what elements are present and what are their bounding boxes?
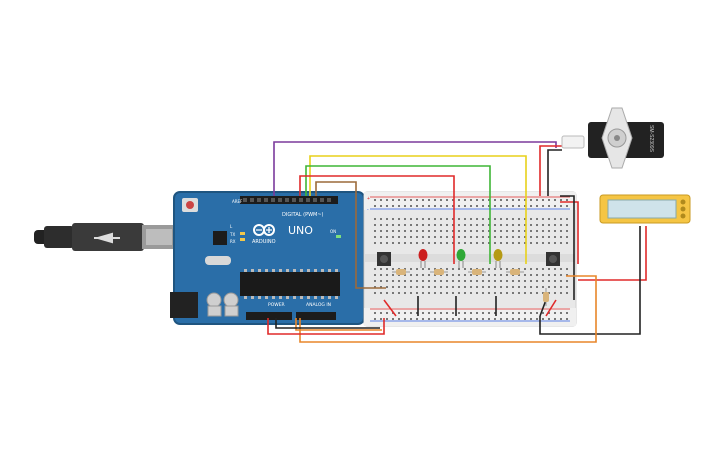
l-led-label: L — [230, 224, 233, 229]
led-red-icon — [418, 249, 428, 268]
arduino-uno-board[interactable]: DIGITAL (PWM~) AREF ARDUINO UNO L TX RX … — [170, 191, 365, 325]
arduino-model: UNO — [288, 224, 313, 237]
resistor-icon — [543, 288, 549, 306]
resistor-icon — [392, 269, 410, 275]
pushbutton-right-icon[interactable] — [546, 252, 560, 266]
servo-model-label: SM-S2309S — [648, 125, 654, 153]
wire-red-d — [299, 175, 455, 264]
wire-orange-2 — [295, 318, 382, 331]
digital-header-label: DIGITAL (PWM~) — [282, 212, 324, 218]
analog-in-label: ANALOG IN — [306, 302, 331, 308]
arduino-brand: ARDUINO — [252, 239, 276, 245]
wire-green — [305, 165, 491, 264]
wire-red-power — [267, 318, 385, 335]
arduino-logo-icon — [253, 224, 275, 236]
wire-brown — [315, 181, 386, 289]
led-yellow-icon — [493, 249, 503, 268]
rx-label: RX — [230, 239, 236, 244]
wire-black-lcd — [539, 226, 641, 335]
resistor-icon — [506, 269, 524, 275]
usb-cable-icon — [34, 223, 176, 251]
wire-black-bb — [539, 299, 547, 317]
rail-minus-top: - — [367, 207, 369, 213]
resistor-icon — [468, 269, 486, 275]
resistor-icon — [430, 269, 448, 275]
wires — [267, 141, 647, 343]
wire-red-rail — [560, 201, 579, 264]
aref-label: AREF — [232, 199, 243, 204]
wire-black-power — [275, 318, 380, 329]
tx-label: TX — [229, 232, 235, 237]
servo-icon[interactable]: SM-S2309S — [561, 107, 664, 169]
wire-red-bb — [383, 299, 397, 317]
on-led-label: ON — [330, 229, 336, 234]
wire-red-lcd — [578, 226, 647, 281]
rail-plus-top: + — [367, 196, 370, 202]
wire-black-servo — [547, 149, 562, 196]
lcd-icon[interactable] — [599, 194, 691, 224]
pushbutton-left-icon[interactable] — [377, 252, 391, 266]
wire-red-servo — [539, 145, 562, 196]
wire-purple — [273, 141, 557, 196]
wire-black-rail — [560, 195, 575, 300]
power-label: POWER — [268, 302, 285, 308]
resistors — [392, 269, 549, 306]
wire-red-bb2 — [545, 299, 557, 317]
led-green-icon — [456, 249, 466, 268]
